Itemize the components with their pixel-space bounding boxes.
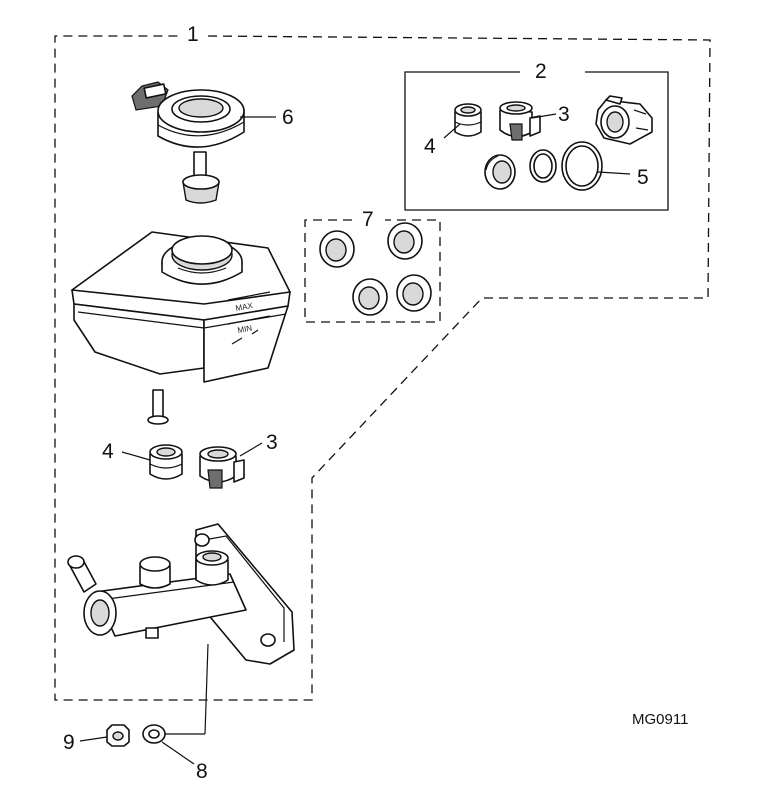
callout-seal-4-upper: 4 xyxy=(424,135,436,158)
nut xyxy=(106,724,130,747)
callout-seal-kit: 2 xyxy=(535,60,547,83)
seal-3-lower xyxy=(199,446,245,489)
callout-o-ring: 5 xyxy=(637,166,649,189)
reservoir-cap xyxy=(131,81,245,204)
seal-set-ring-4 xyxy=(396,274,432,312)
callout-nut: 9 xyxy=(63,731,75,754)
callout-seal-3-lower: 3 xyxy=(266,431,278,454)
master-cylinder xyxy=(67,523,295,665)
washer xyxy=(142,724,166,744)
callout-washer: 8 xyxy=(196,760,208,783)
seal-4-upper xyxy=(454,103,482,137)
seal-set-ring-2 xyxy=(387,222,423,260)
seal-set-box xyxy=(304,219,441,323)
o-ring xyxy=(561,141,603,191)
leader-lines xyxy=(79,113,631,765)
min-marking: MIN xyxy=(237,324,253,335)
seal-set-ring-3 xyxy=(352,278,388,316)
callout-master-cylinder-assembly: 1 xyxy=(187,23,199,46)
reference-code: MG0911 xyxy=(632,711,688,728)
callout-seal-4-lower: 4 xyxy=(102,440,114,463)
assembly-boundary xyxy=(54,35,711,701)
seal-4-lower xyxy=(149,444,183,480)
seal-kit-box xyxy=(404,71,669,211)
seal-ring-a xyxy=(484,154,516,190)
fluid-reservoir xyxy=(71,231,291,425)
callout-seal-3-upper: 3 xyxy=(558,103,570,126)
cap-fitting xyxy=(595,95,653,145)
callout-seal-set: 7 xyxy=(362,208,374,231)
seal-ring-b xyxy=(529,149,557,183)
seal-3-upper xyxy=(499,101,541,141)
callout-reservoir-cap: 6 xyxy=(282,106,294,129)
seal-set-ring-1 xyxy=(319,230,355,268)
max-marking: MAX xyxy=(235,301,254,313)
